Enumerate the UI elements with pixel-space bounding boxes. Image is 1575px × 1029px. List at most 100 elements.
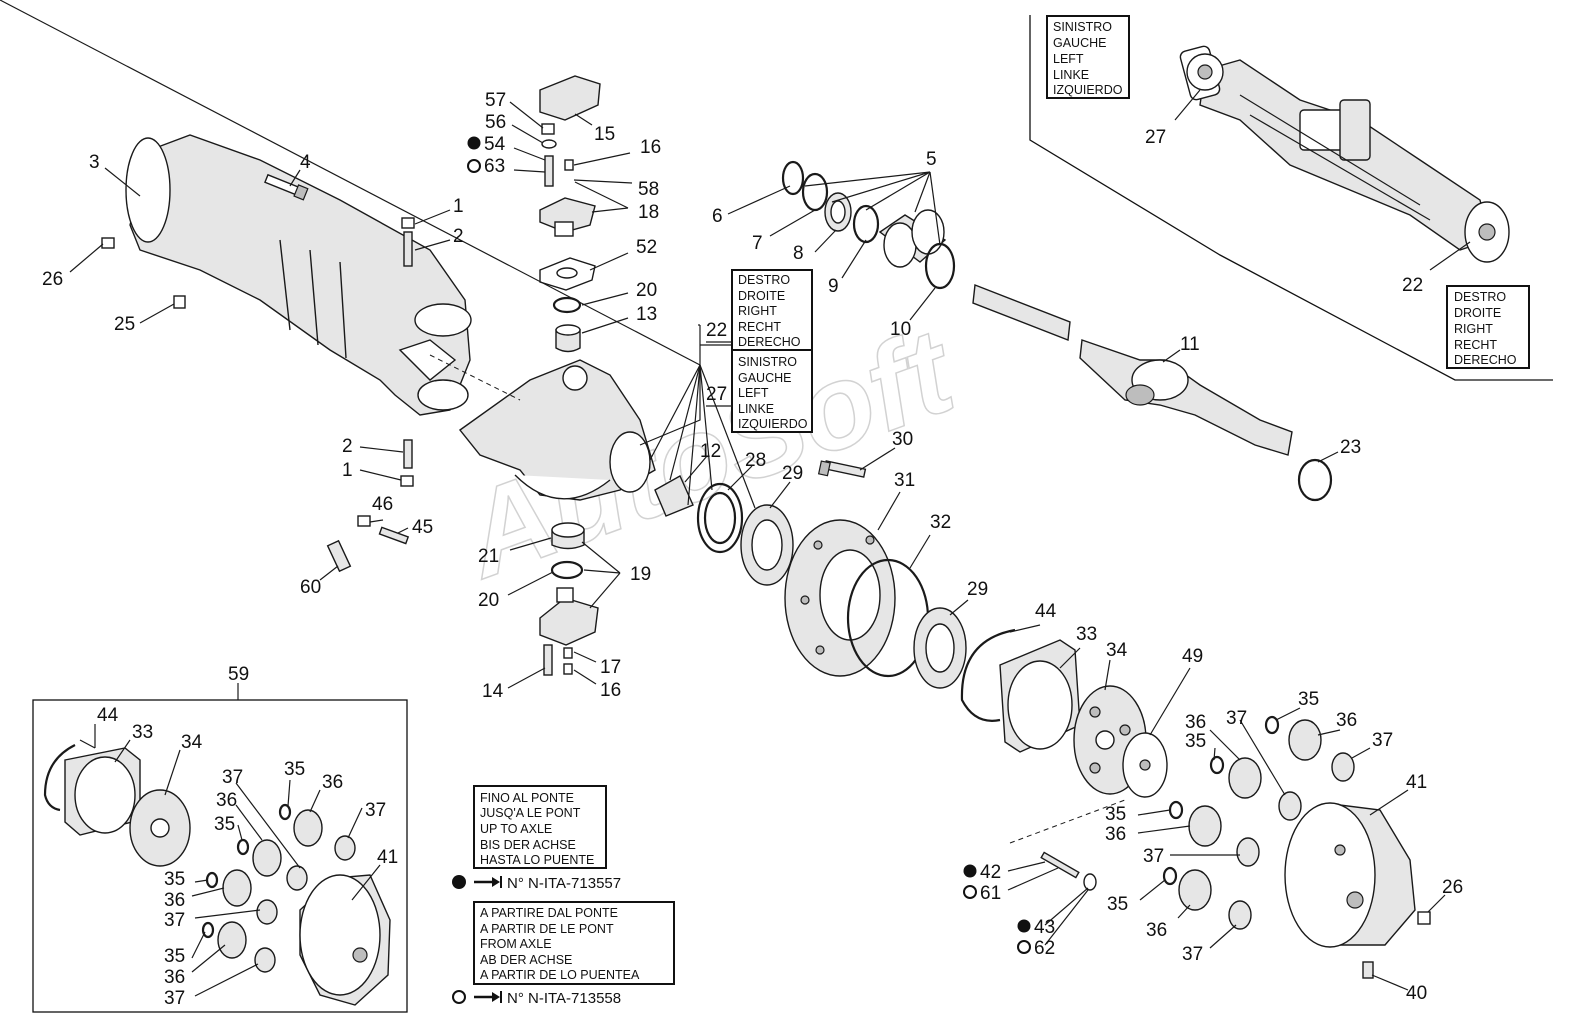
side-box-left-top: SINISTRO GAUCHE LEFT LINKE IZQUIERDO [1046, 15, 1130, 99]
steering-knuckle [458, 359, 656, 501]
box-line: SINISTRO [1053, 20, 1112, 34]
callout-35: 35 [1185, 731, 1206, 752]
bearing-29-inner [740, 504, 794, 586]
nut-1-top [401, 217, 415, 229]
callout-numbers: 3 4 1 2 26 25 2 1 46 45 60 57 56 54 63 1… [42, 90, 1463, 1009]
filled-circle-icon [1017, 919, 1031, 933]
open-circle-icon [1017, 940, 1031, 954]
kingpin-top-18 [539, 197, 596, 237]
plug-16-bottom [563, 663, 573, 675]
side-box-mid-right: DESTRO DROITE RIGHT RECHT DERECHO [731, 269, 813, 351]
box-line: A PARTIR DE LO PUENTEA [480, 968, 640, 982]
callout-60: 60 [300, 577, 321, 598]
plug-26 [101, 237, 115, 249]
box-line: IZQUIERDO [1053, 83, 1123, 97]
box-line: RECHT [1454, 338, 1497, 352]
box-line: DESTRO [1454, 290, 1506, 304]
callout-20: 20 [636, 280, 657, 301]
callout-45: 45 [412, 517, 433, 538]
callout-12: 12 [700, 441, 721, 462]
callout-37: 37 [222, 767, 243, 788]
box-line: LEFT [1053, 52, 1084, 66]
callout-3: 3 [89, 152, 100, 173]
callout-20: 20 [478, 590, 499, 611]
hub-31 [784, 519, 896, 677]
box-line: GAUCHE [1053, 36, 1106, 50]
filled-circle-icon [467, 136, 481, 150]
half-shaft-11 [972, 284, 1293, 456]
seal-28 [696, 482, 744, 554]
bearing-29-outer [913, 607, 967, 689]
callout-37: 37 [1372, 730, 1393, 751]
seal-8 [824, 192, 852, 232]
kingpin-bottom-19 [539, 587, 599, 646]
stud-2-bottom [403, 439, 413, 469]
callout-43: 43 [1034, 917, 1055, 938]
box-line: SINISTRO [738, 355, 797, 369]
box-line: DROITE [738, 289, 785, 303]
leader-lines [0, 0, 1471, 997]
stud-54 [544, 155, 554, 187]
serial-number-from: N° N-ITA-713558 [507, 990, 621, 1007]
washer-49 [1122, 732, 1168, 798]
box-line: DESTRO [738, 273, 790, 287]
plug-40 [1362, 961, 1374, 979]
callout-14: 14 [482, 681, 504, 702]
box-line: FINO AL PONTE [480, 791, 574, 805]
axle-housing-3 [125, 134, 472, 416]
callout-37: 37 [1182, 944, 1203, 965]
callout-36: 36 [322, 772, 343, 793]
callout-37: 37 [164, 910, 185, 931]
oring-10 [924, 242, 956, 290]
callout-35: 35 [1298, 689, 1319, 710]
callout-9: 9 [828, 276, 839, 297]
callout-63: 63 [484, 156, 505, 177]
ring-gear-33 [999, 639, 1081, 753]
callout-37: 37 [1226, 708, 1247, 729]
bushing-13 [555, 324, 581, 353]
bushing-21 [551, 522, 585, 550]
callout-23: 23 [1340, 437, 1361, 458]
arrow-bar-icon [474, 876, 502, 888]
callout-36: 36 [1146, 920, 1167, 941]
callout-27: 27 [706, 384, 727, 405]
callout-36: 36 [164, 890, 185, 911]
validity-box-from: A PARTIRE DAL PONTE A PARTIR DE LE PONT … [473, 901, 675, 985]
callout-16: 16 [600, 680, 621, 701]
box-line: BIS DER ACHSE [480, 838, 576, 852]
oring-20-top [552, 296, 582, 314]
callout-36: 36 [1105, 824, 1126, 845]
washer-56 [541, 139, 557, 149]
snap-ring-44 [960, 628, 1016, 722]
callout-37: 37 [365, 800, 386, 821]
nut-1-bottom [400, 475, 414, 487]
cover-41-right [1284, 802, 1416, 948]
callout-52: 52 [636, 237, 657, 258]
validity-box-until: FINO AL PONTE JUSQ'A LE PONT UP TO AXLE … [473, 785, 607, 869]
plug-26-cover [1417, 911, 1431, 925]
callout-58: 58 [638, 179, 659, 200]
open-circle-icon [452, 990, 466, 1004]
box-line: LEFT [738, 386, 769, 400]
callout-36: 36 [216, 790, 237, 811]
callout-34: 34 [1106, 640, 1128, 661]
cap-15 [539, 75, 601, 121]
callout-28: 28 [745, 450, 766, 471]
box-line: RECHT [738, 320, 781, 334]
callout-22: 22 [706, 320, 727, 341]
side-box-mid-left: SINISTRO GAUCHE LEFT LINKE IZQUIERDO [731, 349, 813, 433]
plug-43 [1083, 873, 1097, 891]
callout-36: 36 [1185, 712, 1206, 733]
overview-axle [1179, 45, 1510, 263]
callout-35: 35 [1105, 804, 1126, 825]
callout-17: 17 [600, 657, 621, 678]
callout-15: 15 [594, 124, 615, 145]
ring-9 [852, 204, 880, 244]
callout-33: 33 [132, 722, 153, 743]
filled-circle-icon [963, 864, 977, 878]
callout-10: 10 [890, 319, 911, 340]
callout-35: 35 [214, 814, 235, 835]
callout-25: 25 [114, 314, 135, 335]
callout-16: 16 [640, 137, 661, 158]
